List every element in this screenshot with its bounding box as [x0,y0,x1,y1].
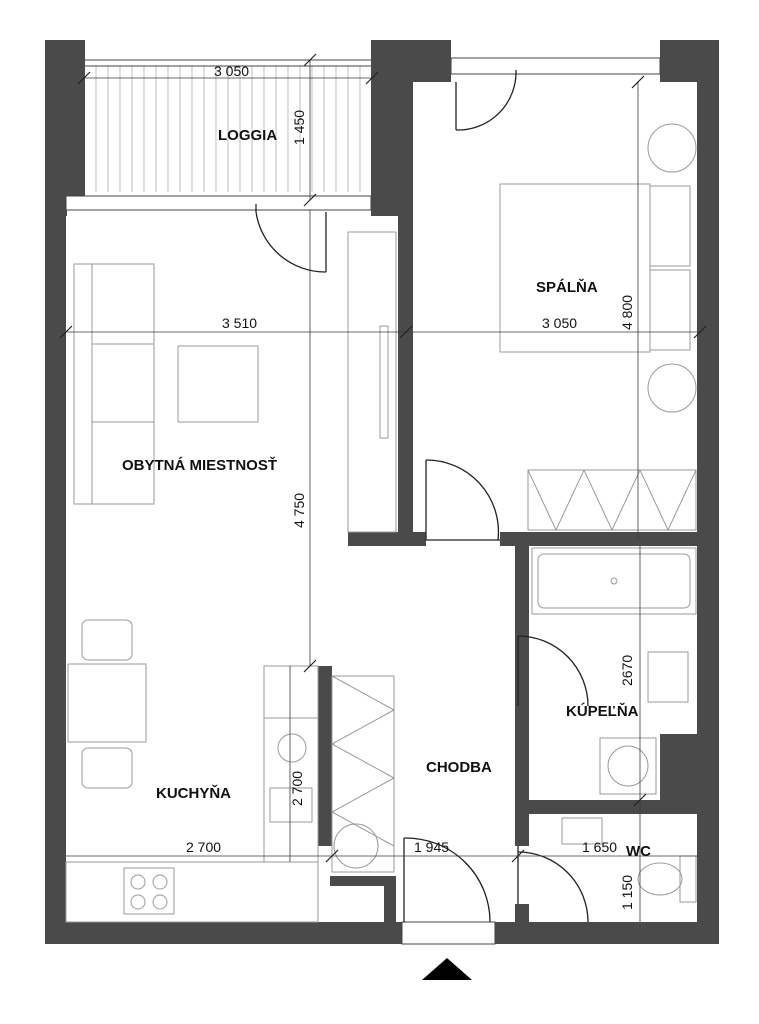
hall-wardrobe [330,675,396,873]
loggia-door [255,204,327,273]
label-hallway: CHODBA [426,759,492,776]
dim-loggia-width: 3 050 [214,63,249,79]
bathtub [531,547,697,615]
coffee-table [177,345,259,423]
bedroom-wardrobe [527,468,697,532]
doors [255,69,589,923]
entrance-door [403,837,491,923]
label-bedroom: SPÁLŇA [536,278,598,296]
bedroom-door [425,459,500,541]
dim-bedroom-depth: 4 800 [619,295,635,330]
entrance-arrow-icon [422,958,472,980]
living-wardrobe [347,231,397,533]
bedroom-balcony-door [455,69,517,131]
label-wc: WC [626,843,651,860]
bath-fixtures [599,651,689,795]
kitchen-counter [65,665,319,923]
dim-wc-depth: 1 150 [619,875,635,910]
sofa [73,263,155,505]
dim-living-width: 3 510 [222,315,257,331]
dim-living-depth: 4 750 [291,493,307,528]
furniture [65,123,697,923]
dim-bath-depth: 2670 [619,655,635,686]
bathroom-door [517,635,589,707]
label-loggia: LOGGIA [218,127,277,144]
dim-kitchen-width: 2 700 [186,839,221,855]
label-bathroom: KÚPEĽŇA [566,702,639,720]
label-living: OBYTNÁ MIESTNOSŤ [122,456,277,474]
dim-kitchen-depth: 2 700 [289,771,305,806]
walls [45,40,719,945]
dim-wc-width: 1 650 [582,839,617,855]
dining-set [67,619,147,789]
dim-loggia-depth: 1 450 [291,110,307,145]
bed [499,123,697,413]
loggia-railing [83,59,373,197]
dim-hall-width: 1 945 [414,839,449,855]
label-kitchen: KUCHYŇA [156,784,231,802]
dimension-lines [59,53,707,922]
dim-bedroom-width: 3 050 [542,315,577,331]
